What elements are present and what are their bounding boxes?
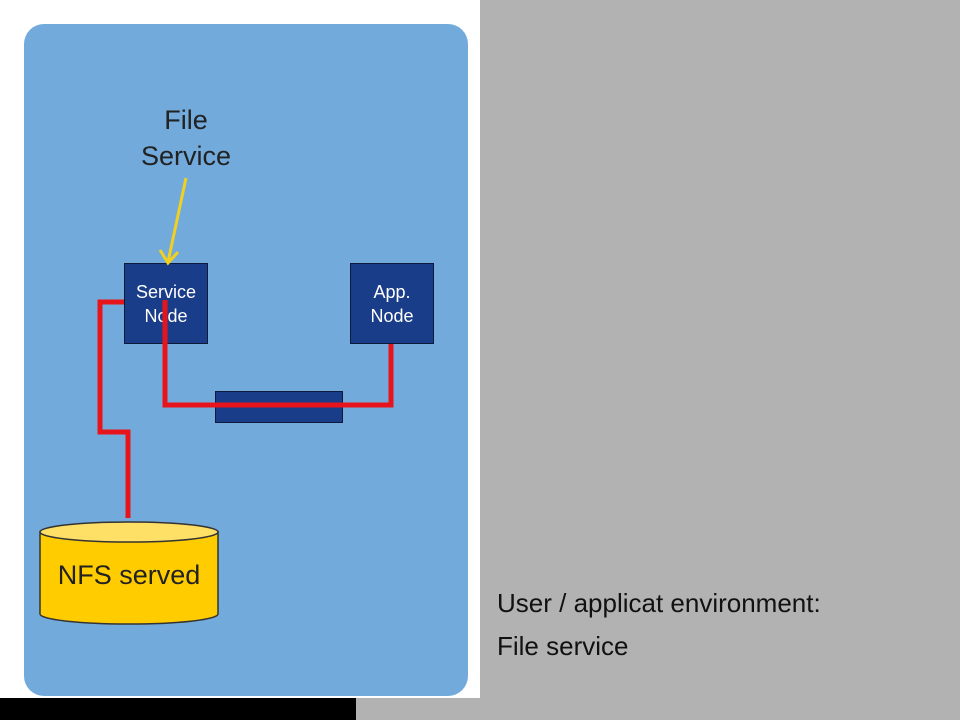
caption-line-2: File service (497, 631, 629, 661)
app-node-label: App. Node (370, 281, 414, 326)
file-service-label: File Service (140, 105, 232, 171)
network-switch (215, 391, 343, 423)
bottom-bar-light (356, 698, 960, 720)
caption: User / applicat environment: File servic… (497, 582, 937, 668)
bottom-bar-dark (0, 698, 356, 720)
service-node: Service Node (124, 263, 208, 344)
caption-line-1: User / applicat environment: (497, 588, 821, 618)
right-background-panel (480, 0, 960, 720)
service-node-label: Service Node (135, 281, 197, 326)
nfs-storage-label: NFS served (57, 560, 201, 590)
app-node: App. Node (350, 263, 434, 344)
